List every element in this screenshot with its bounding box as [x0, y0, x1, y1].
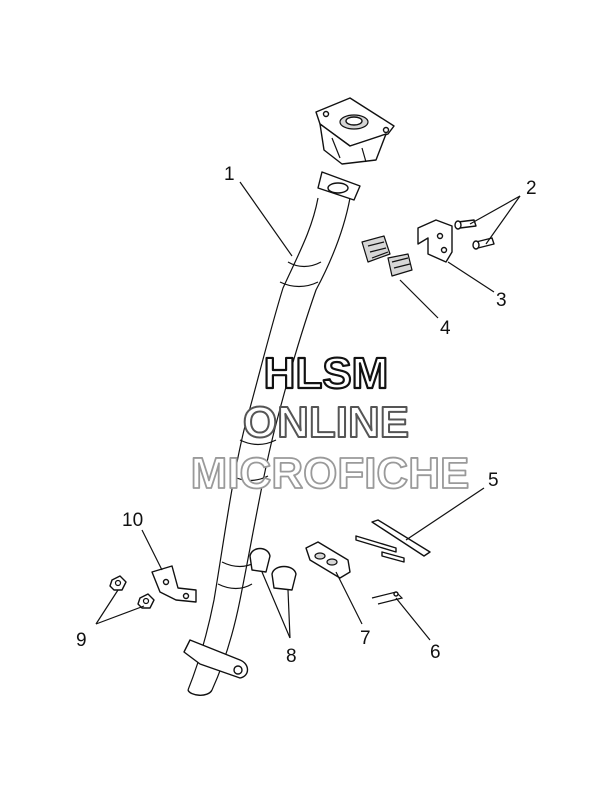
watermark-line-2: ONLINE: [243, 398, 409, 447]
callout-7: 7: [360, 628, 371, 649]
top-flange-housing: [315, 97, 395, 165]
steering-column-tube: [183, 171, 361, 696]
callout-8: 8: [286, 646, 297, 667]
clamp-halves: [249, 547, 297, 591]
callout-5: 5: [488, 470, 499, 491]
column-bracket: [417, 219, 453, 263]
watermark: HLSM ONLINE MICROFICHE: [190, 348, 470, 499]
watermark-line-3: MICROFICHE: [191, 449, 470, 498]
callout-2: 2: [526, 178, 537, 199]
callout-3: 3: [496, 290, 507, 311]
nuts: [109, 575, 155, 609]
callout-6: 6: [430, 642, 441, 663]
callout-10: 10: [122, 510, 143, 531]
bushing: [305, 541, 351, 579]
bolts: [454, 219, 495, 250]
leader-lines: [95, 181, 521, 641]
watermark-line-1: HLSM: [264, 349, 389, 398]
pin: [371, 591, 404, 605]
lower-bracket: [151, 565, 197, 603]
callout-4: 4: [440, 318, 451, 339]
clips: [361, 235, 413, 277]
callout-1: 1: [224, 164, 235, 185]
callout-9: 9: [76, 630, 87, 651]
mounting-plate: [355, 519, 431, 563]
